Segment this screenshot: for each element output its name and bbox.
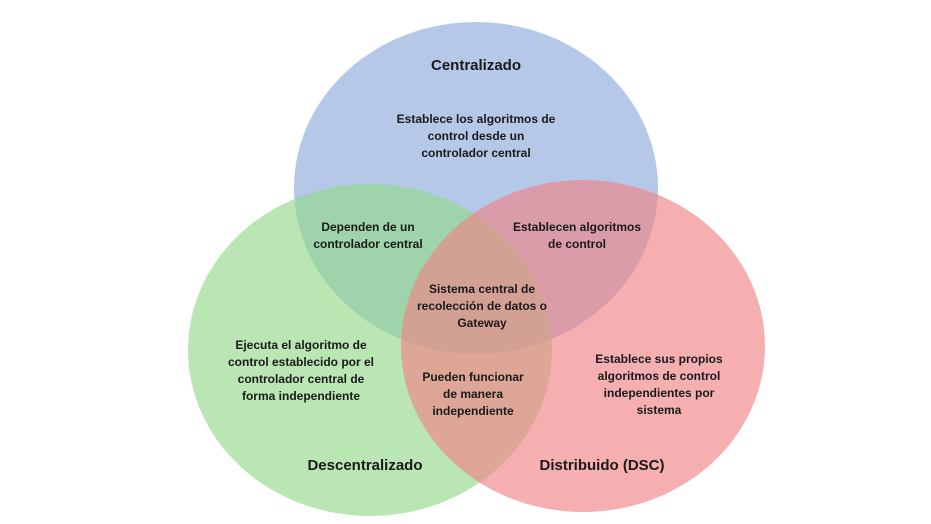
title-descentralizado: Descentralizado (307, 457, 423, 474)
overlap-centralizado-distribuido: Establecen algoritmos de control (512, 220, 642, 251)
desc-descentralizado: Ejecuta el algoritmo de control establec… (227, 338, 375, 403)
overlap-descentralizado-distribuido: Pueden funcionar de manera independiente (422, 370, 524, 418)
circle-distribuido (401, 180, 765, 512)
title-centralizado: Centralizado (430, 57, 521, 74)
desc-centralizado: Establece los algoritmos de control desd… (396, 112, 556, 160)
overlap-centralizado-descentralizado: Dependen de un controlador central (313, 220, 423, 251)
overlap-all: Sistema central de recolección de datos … (416, 282, 548, 330)
desc-distribuido: Establece sus propios algoritmos de cont… (595, 352, 723, 417)
title-distribuido: Distribuido (DSC) (539, 457, 665, 474)
